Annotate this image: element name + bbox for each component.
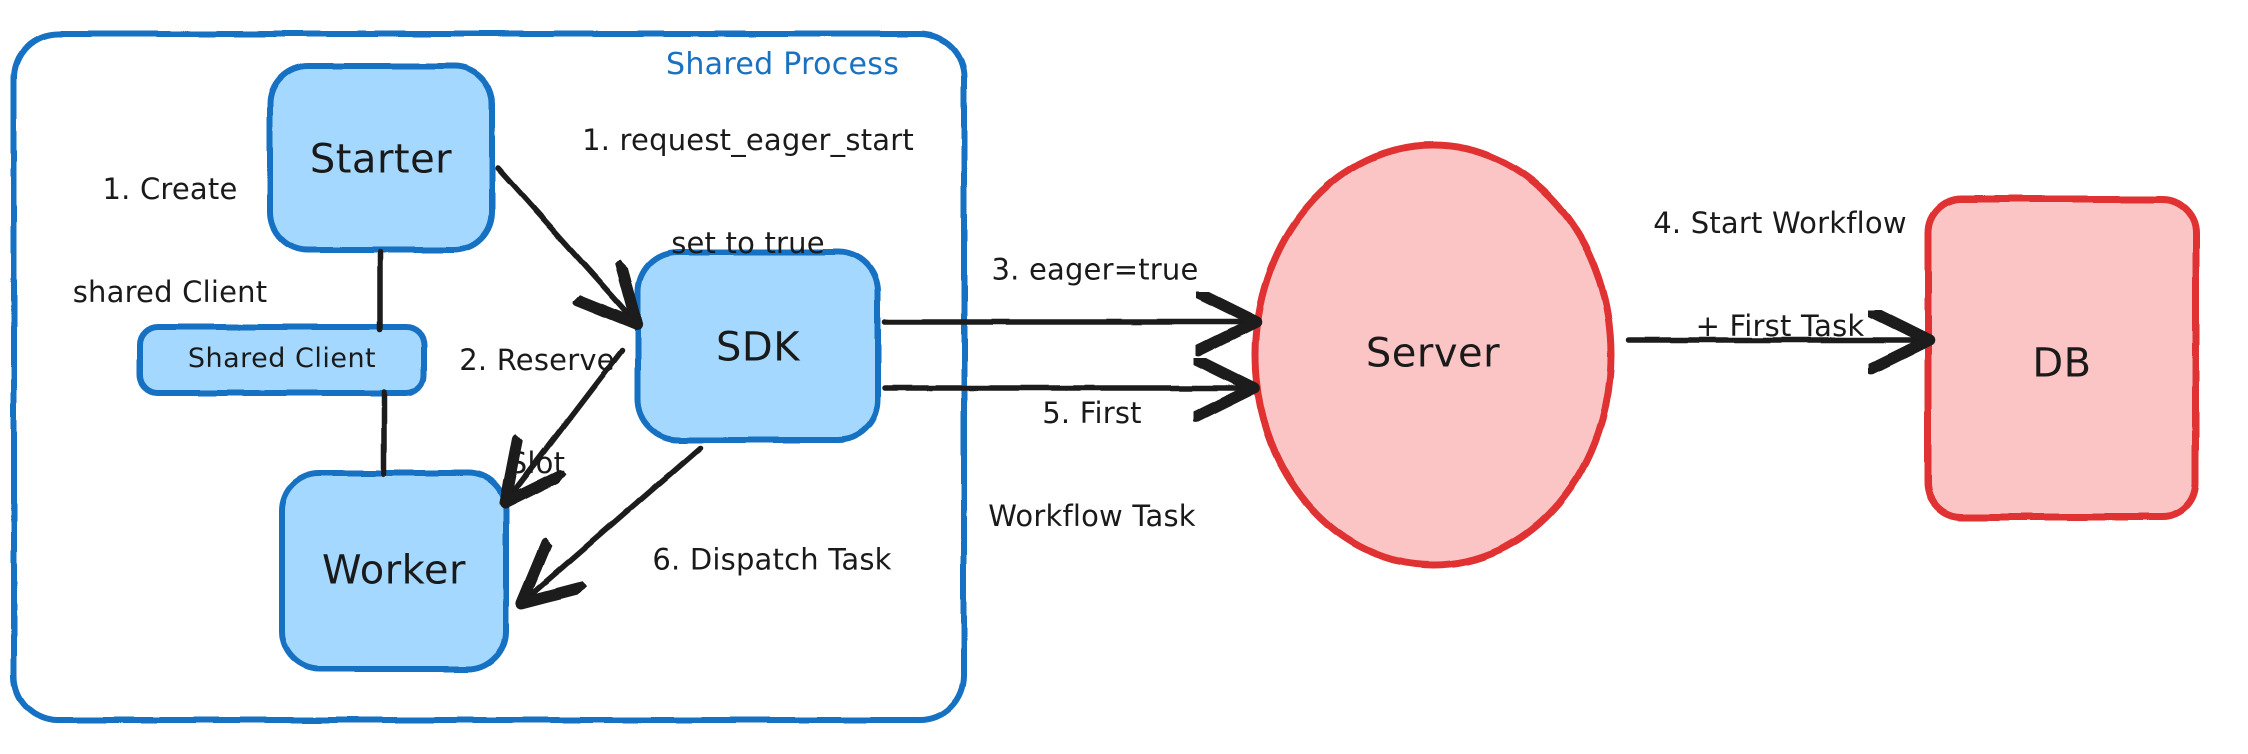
edge-starter-sdk <box>495 165 630 316</box>
edge-sdk-worker-dispatch <box>530 445 703 596</box>
starter-node-shape <box>267 63 495 253</box>
shared-process-group-box <box>11 31 967 723</box>
edge-sdk-worker-reserve <box>512 347 625 494</box>
sdk-node-shape <box>635 249 881 443</box>
worker-node-shape <box>279 470 509 672</box>
db-node-shape <box>1924 195 2200 521</box>
shared-client-node-shape <box>137 324 427 396</box>
server-node-shape <box>1251 141 1615 569</box>
